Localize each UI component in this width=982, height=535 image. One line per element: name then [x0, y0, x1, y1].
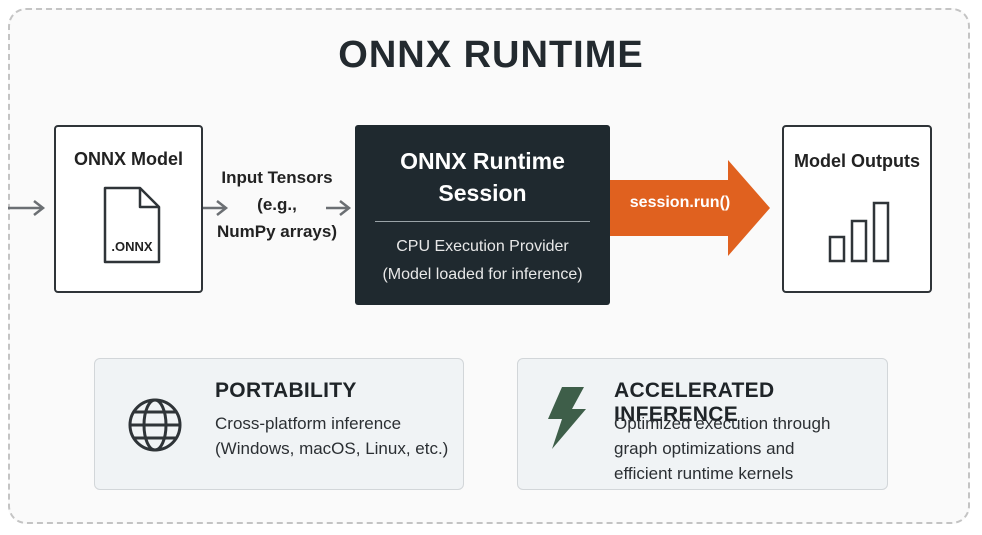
- portability-card: PORTABILITY Cross-platform inference (Wi…: [94, 358, 464, 490]
- input-line-2: (e.g.,: [257, 195, 297, 214]
- portability-line-1: Cross-platform inference: [215, 414, 402, 433]
- arrow-right-icon: [203, 200, 229, 216]
- input-line-3: NumPy arrays): [216, 222, 337, 241]
- portability-line-2: (Windows, macOS, Linux, etc.): [215, 439, 449, 458]
- session-divider: [375, 221, 590, 222]
- model-outputs-title: Model Outputs: [794, 151, 920, 171]
- accelerated-line-3: efficient runtime kernels: [614, 464, 794, 483]
- accelerated-line-1: Optimized execution through: [614, 414, 831, 433]
- input-tensors-label: Input Tensors (e.g., NumPy arrays): [212, 164, 342, 245]
- file-extension-label: .ONNX: [111, 239, 153, 254]
- session-title: ONNX Runtime Session: [355, 145, 610, 209]
- onnx-model-title: ONNX Model: [73, 149, 183, 169]
- globe-icon: [128, 398, 182, 452]
- arrow-right-icon: [326, 200, 352, 216]
- arrow-right-icon: [8, 200, 46, 216]
- accelerated-body: Optimized execution through graph optimi…: [614, 411, 830, 486]
- bar-chart-icon: [828, 201, 890, 263]
- lightning-bolt-icon: [548, 387, 586, 449]
- onnx-model-box: ONNX Model .ONNX: [54, 125, 203, 293]
- accelerated-title: ACCELERATED INFERENCE: [614, 379, 775, 426]
- accelerated-line-2: graph optimizations and: [614, 439, 795, 458]
- session-sub-line-2: (Model loaded for inference): [382, 266, 583, 283]
- session-sub-line-1: CPU Execution Provider: [396, 238, 569, 255]
- file-icon: [103, 186, 161, 264]
- input-line-1: Input Tensors: [221, 168, 333, 187]
- session-title-line-1: ONNX Runtime: [400, 148, 565, 174]
- runtime-session-box: ONNX Runtime Session CPU Execution Provi…: [355, 125, 610, 305]
- portability-title: PORTABILITY: [215, 379, 357, 402]
- portability-body: Cross-platform inference (Windows, macOS…: [215, 411, 448, 461]
- diagram-title: ONNX RUNTIME: [338, 34, 644, 76]
- session-title-line-2: Session: [438, 180, 527, 206]
- model-outputs-box: Model Outputs: [782, 125, 932, 293]
- accelerated-inference-card: ACCELERATED INFERENCE Optimized executio…: [517, 358, 888, 490]
- session-run-label: session.run(): [629, 194, 731, 211]
- run-arrow-icon: [610, 160, 770, 256]
- session-subtitle: CPU Execution Provider (Model loaded for…: [355, 233, 610, 289]
